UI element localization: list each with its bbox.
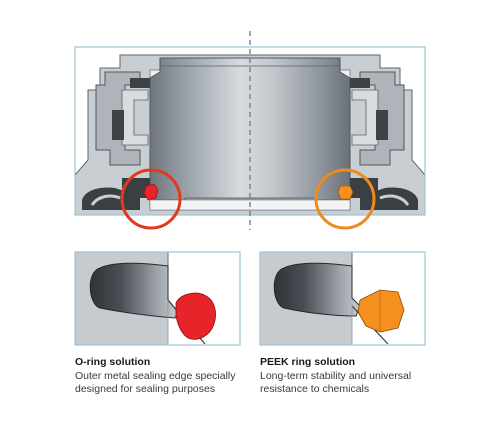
o-ring-detail-view	[75, 252, 240, 345]
o-ring-caption-description: Outer metal sealing edge specially desig…	[75, 369, 236, 396]
peek-ring-highlight-circle	[314, 168, 376, 230]
peek-ring-detail-view	[260, 252, 425, 345]
peek-ring-detail-frame	[259, 251, 426, 346]
o-ring-caption-title: O-ring solution	[75, 356, 151, 368]
o-ring-detail-frame	[74, 251, 241, 346]
peek-ring-caption: PEEK ring solution Long-term stability a…	[260, 356, 450, 397]
peek-ring-caption-title: PEEK ring solution	[260, 356, 356, 368]
o-ring-detail-seal	[175, 292, 216, 340]
o-ring-seal	[143, 183, 159, 201]
o-ring-clamp	[89, 262, 179, 319]
o-ring-caption: O-ring solution Outer metal sealing edge…	[75, 356, 265, 397]
peek-ring-seal	[337, 185, 354, 200]
peek-ring-detail-seal	[357, 289, 405, 333]
o-ring-highlight-circle	[120, 168, 182, 230]
peek-ring-caption-description: Long-term stability and universal resist…	[260, 369, 412, 396]
peek-ring-clamp	[273, 262, 361, 317]
